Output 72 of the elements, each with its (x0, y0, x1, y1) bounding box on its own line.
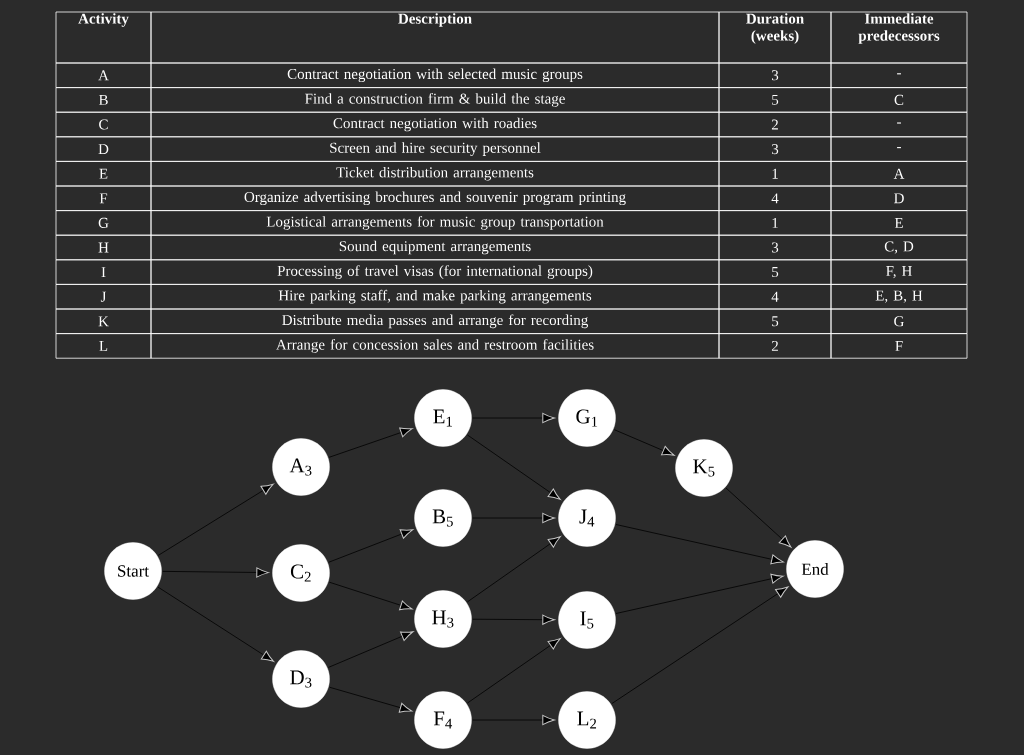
arrow (328, 427, 413, 458)
arrow (472, 412, 555, 424)
table-cell: L (55, 333, 152, 359)
table-cell: C (830, 87, 968, 113)
arrow (467, 638, 561, 704)
table-cell: 5 (718, 259, 832, 285)
table-cell: Screen and hire security personnel (150, 136, 720, 162)
table-cell: G (55, 210, 152, 236)
table-cell: F (55, 185, 152, 211)
table-cell: 2 (718, 333, 832, 359)
header-cell: Description (150, 11, 720, 64)
table-cell: Contract negotiation with selected music groups (150, 62, 720, 88)
table-cell: Organize advertising brochures and souvenir program printing (150, 185, 720, 211)
arrow (466, 536, 561, 603)
arrow (329, 686, 413, 713)
table-cell: I (55, 259, 152, 285)
table-cell: 5 (718, 87, 832, 113)
table-cell: - (830, 111, 968, 138)
arrow (472, 614, 555, 625)
table-cell: Distribute media passes and arrange for recording (150, 308, 720, 334)
arrow (327, 631, 414, 668)
table-cell: - (830, 136, 968, 162)
table-cell: 1 (718, 161, 832, 187)
table-cell: Find a construction firm & build the stage (150, 87, 720, 113)
arrow (157, 483, 274, 556)
table-cell: - (830, 62, 968, 88)
table-cell: H (55, 234, 152, 261)
table-cell: D (830, 185, 968, 211)
table-cell: D (55, 136, 152, 162)
table-cell: B (55, 87, 152, 113)
table-cell: E, B, H (830, 284, 968, 310)
table-cell: A (830, 161, 968, 187)
table-cell: F, H (830, 259, 968, 285)
table-cell: Arrange for concession sales and restroom facilities (150, 333, 720, 359)
table-cell: Processing of travel visas (for international groups) (150, 259, 720, 285)
table-cell: 2 (718, 111, 832, 138)
table-cell: Sound equipment arrangements (150, 234, 720, 261)
header-cell: Activity (55, 11, 152, 64)
arrow (725, 487, 792, 548)
table-cell: A (55, 62, 152, 88)
table-cell: C (55, 111, 152, 138)
arrow (611, 586, 789, 704)
table-cell: 4 (718, 185, 832, 211)
arrow (472, 714, 555, 726)
arrow (467, 434, 561, 500)
table-cell: Hire parking staff, and make parking arrangements (150, 284, 720, 310)
table-cell: E (830, 210, 968, 236)
arrow (162, 567, 269, 578)
table-cell: G (830, 308, 968, 334)
table-cell: Ticket distribution arrangements (150, 161, 720, 187)
table-cell: 4 (718, 284, 832, 310)
table-cell: Logistical arrangements for music group transportation (150, 210, 720, 236)
arrow (615, 573, 784, 614)
header-cell: Immediate predecessors (830, 11, 968, 64)
header-cell: Duration (weeks) (718, 11, 832, 64)
arrow (472, 512, 555, 524)
table-cell: C, D (830, 234, 968, 261)
table-cell: 3 (718, 234, 832, 261)
arrow (328, 581, 413, 611)
table-cell: Contract negotiation with roadies (150, 111, 720, 138)
table-cell: E (55, 161, 152, 187)
table-cell: F (830, 333, 968, 359)
table-cell: 3 (718, 62, 832, 88)
table-cell: J (55, 284, 152, 310)
arrow (328, 529, 414, 563)
arrow (615, 524, 784, 565)
table-cell: 1 (718, 210, 832, 236)
table-cell: 3 (718, 136, 832, 162)
arrow (613, 429, 675, 456)
table-cell: 5 (718, 308, 832, 334)
arrow (157, 586, 274, 662)
table-cell: K (55, 308, 152, 334)
